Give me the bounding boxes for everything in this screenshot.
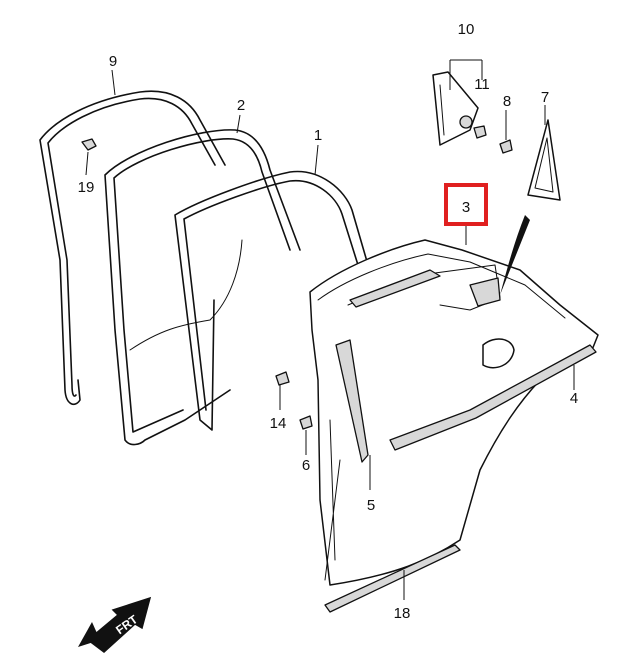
nut-part-11 bbox=[473, 125, 487, 139]
callout-3: 3 bbox=[462, 199, 470, 216]
callout-9: 9 bbox=[109, 53, 117, 70]
pillar-garnish-part-5 bbox=[335, 339, 369, 463]
callout-7: 7 bbox=[541, 89, 549, 106]
callout-10: 10 bbox=[458, 21, 475, 38]
front-direction-arrow: FRT bbox=[78, 596, 152, 653]
highlighted-callout-3[interactable]: 3 bbox=[444, 183, 488, 226]
rear-door-panel bbox=[309, 239, 599, 586]
callout-2: 2 bbox=[237, 97, 245, 114]
callout-18: 18 bbox=[394, 605, 411, 622]
mirror-mounting-plate-part-10 bbox=[432, 71, 479, 146]
lower-moulding-part-18 bbox=[324, 544, 461, 613]
callout-19: 19 bbox=[78, 179, 95, 196]
callout-5: 5 bbox=[367, 497, 375, 514]
body-weatherstrip-part-9 bbox=[39, 90, 226, 406]
screw-part-14 bbox=[275, 371, 290, 386]
door-frame-weatherstrip-part-1 bbox=[174, 170, 369, 431]
screw-part-6 bbox=[299, 415, 313, 430]
callout-8: 8 bbox=[503, 93, 511, 110]
callout-6: 6 bbox=[302, 457, 310, 474]
door-weatherstrip-part-2 bbox=[104, 129, 301, 446]
callout-11: 11 bbox=[474, 76, 490, 93]
highlight-box bbox=[444, 183, 488, 226]
callout-14: 14 bbox=[270, 415, 287, 432]
callout-1: 1 bbox=[314, 127, 322, 144]
screw-part-8 bbox=[499, 139, 513, 154]
leader-lines bbox=[85, 59, 575, 600]
window-channel-part-3 bbox=[349, 215, 530, 308]
callout-labels: 1 2 4 5 6 7 8 9 10 11 14 18 19 bbox=[78, 21, 579, 622]
clip-part-19 bbox=[81, 138, 97, 151]
corner-piece-part-7 bbox=[527, 119, 561, 201]
callout-4: 4 bbox=[570, 390, 578, 407]
